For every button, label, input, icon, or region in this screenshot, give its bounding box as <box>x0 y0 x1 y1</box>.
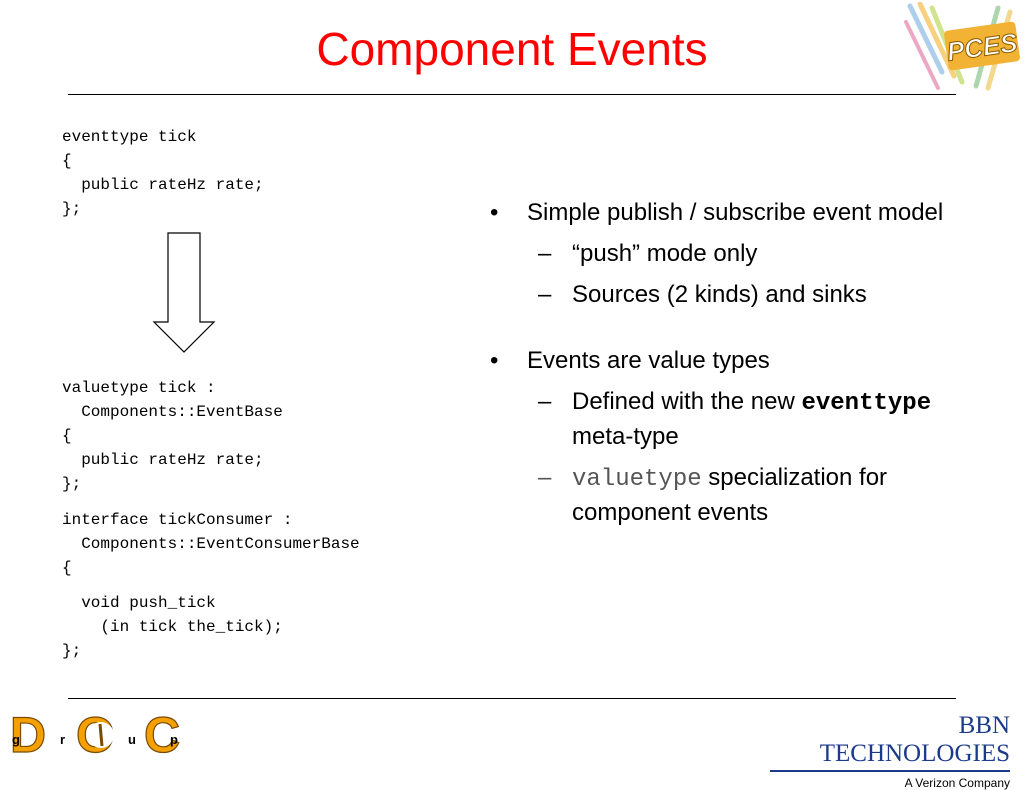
sub-bullet-text-post: meta-type <box>572 423 679 450</box>
code-eventtype-tick: eventtype tick { public rateHz rate; }; <box>62 128 264 218</box>
sub-bullet-item: – Sources (2 kinds) and sinks <box>490 278 970 311</box>
valuetype-keyword: valuetype <box>572 466 702 493</box>
sub-bullet-item: – valuetype specialization for component… <box>490 461 970 529</box>
code-push-tick: void push_tick (in tick the_tick); }; <box>62 594 283 660</box>
bullet-text: Simple publish / subscribe event model <box>527 199 944 226</box>
doc-logo-letter: C <box>144 707 180 763</box>
eventtype-keyword: eventtype <box>801 390 932 417</box>
code-valuetype-tick: valuetype tick : Components::EventBase {… <box>62 379 283 493</box>
bottom-divider <box>68 698 956 699</box>
sub-bullet-text-post: specialization for component events <box>572 464 888 526</box>
sub-bullet-marker: – <box>538 240 552 267</box>
doc-logo-small-letter: p <box>170 732 178 747</box>
doc-group-logo: D O C g r u p <box>9 706 180 763</box>
sub-bullet-marker: – <box>538 281 552 308</box>
bbn-logo-rule <box>770 770 1010 772</box>
doc-logo-small-letter: u <box>128 732 136 747</box>
doc-logo-small-letter: r <box>60 732 65 747</box>
bbn-logo-name: BBN TECHNOLOGIES <box>819 712 1010 767</box>
bullet-item: • Events are value types <box>490 344 970 377</box>
slide-title: Component Events <box>316 23 708 75</box>
sub-bullet-marker: – <box>538 388 552 415</box>
sub-bullet-item: – Defined with the new eventtype meta-ty… <box>490 385 970 453</box>
bullet-list: • Simple publish / subscribe event model… <box>490 196 970 529</box>
code-interface-tickconsumer: interface tickConsumer : Components::Eve… <box>62 511 360 577</box>
sub-bullet-marker: – <box>538 464 552 491</box>
bullet-marker: • <box>490 347 499 374</box>
pces-logo: PCES <box>904 2 1020 91</box>
down-arrow-icon <box>152 232 216 353</box>
bbn-logo: BBN TECHNOLOGIES A Verizon Company <box>770 712 1010 790</box>
doc-logo-small-letter: g <box>12 732 20 747</box>
doc-logo-letter: D <box>10 707 46 763</box>
bullet-item: • Simple publish / subscribe event model <box>490 196 970 229</box>
sub-bullet-text: “push” mode only <box>572 240 758 267</box>
top-divider <box>68 94 956 95</box>
sub-bullet-item: – “push” mode only <box>490 237 970 270</box>
sub-bullet-text: Sources (2 kinds) and sinks <box>572 281 867 308</box>
bullet-text: Events are value types <box>527 347 770 374</box>
bullet-marker: • <box>490 199 499 226</box>
sub-bullet-text-pre: Defined with the new <box>572 388 802 415</box>
bbn-logo-tagline: A Verizon Company <box>904 776 1010 790</box>
